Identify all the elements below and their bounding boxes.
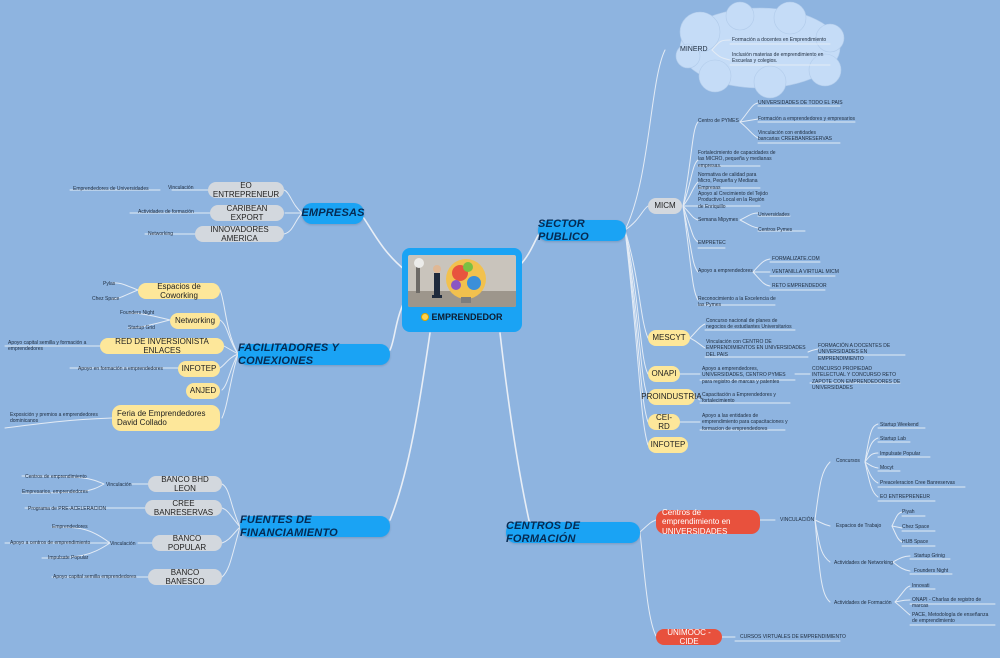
label-vinculacion-centros: Vinculación con CENTRO DE EMPRENDIMIENTO…: [706, 339, 806, 358]
label-impulsate-popular-centros: Impulsate Popular: [880, 451, 921, 457]
node-centros-universidades[interactable]: Centros de emprendimiento en UNIVERSIDAD…: [656, 508, 760, 536]
label-vinculacion-bhd: Vinculación: [106, 482, 132, 488]
label-preaceleracion: Preaceleracion Cree Banreservas: [880, 480, 956, 486]
label-apoyo-capital-banesco: Apoyo capital semilla emprendedores: [53, 574, 137, 580]
label-formacion-emprendedores: Formación a emprendedores y empresarios: [758, 116, 855, 122]
label-innovati: Innovati: [912, 583, 930, 589]
node-innovadores-america[interactable]: INNOVADORES AMERICA: [195, 225, 284, 243]
label-centros-emprendimiento: Centros de emprendimiento: [25, 474, 87, 480]
label-mocyt: Mocyt: [880, 465, 894, 471]
branch-sector-publico[interactable]: SECTOR PUBLICO: [538, 218, 626, 243]
label-chez-space-centros: Chez Space: [902, 524, 930, 530]
label-centros-pymes: Centros Pymes: [758, 227, 793, 233]
center-illustration: [408, 255, 516, 307]
label-hub-space: HUB Space: [902, 539, 929, 545]
node-mescyt[interactable]: MESCYT: [648, 330, 690, 346]
label-actividades-formacion: Actividades de formación: [138, 209, 194, 215]
label-formacion-docentes: FORMACIÓN A DOCENTES DE UNIVERSIDADES EN…: [818, 343, 891, 362]
node-infotep[interactable]: INFOTEP: [178, 361, 220, 377]
branch-centros-formacion[interactable]: CENTROS DE FORMACIÓN: [506, 520, 640, 545]
label-pylas: Pylas: [103, 281, 116, 287]
label-universidades: Universidades: [758, 212, 790, 218]
branch-empresas[interactable]: EMPRESAS: [301, 203, 364, 224]
cloud-shape: [675, 1, 845, 99]
node-proindustria[interactable]: PROINDUSTRIA: [641, 389, 702, 405]
label-vinculacion-bancarias: Vinculación con entidades bancarias CREE…: [758, 130, 833, 143]
center-label: EMPRENDEDOR: [402, 312, 522, 322]
node-feria-emprendedores[interactable]: Feria de Emprendedores David Collado: [112, 405, 220, 431]
label-normativa: Normativa de calidad para Micro, Pequeña…: [698, 172, 758, 191]
label-startup-grid: Startup Grid: [128, 325, 155, 331]
node-cei-rd[interactable]: CEI-RD: [648, 413, 680, 431]
node-eo-entrepreneur[interactable]: EO ENTREPRENEUR: [208, 181, 284, 199]
label-pace: PACE, Metodología de enseñanza de empren…: [912, 612, 989, 625]
label-apoyo-centros: Apoyo a centros de emprendimiento: [10, 540, 91, 546]
label-vinculacion-popular: Vinculación: [110, 541, 136, 547]
label-apoyo-formacion: Apoyo en formación a emprendedores: [78, 366, 164, 372]
label-reto-emprendedor: RETO EMPRENDEDOR: [772, 283, 827, 289]
label-chez-space: Chez Space: [92, 296, 120, 302]
node-anjed[interactable]: ANJED: [186, 383, 220, 399]
label-ventanilla: VENTANILLA VIRTUAL MICM: [772, 269, 839, 275]
label-actividades-formacion-centros: Actividades de Formación: [834, 600, 892, 606]
node-infotep-publico[interactable]: INFOTEP: [648, 437, 688, 453]
label-onapi-charlas: ONAPI - Charlas de registro de marcas: [912, 597, 982, 610]
label-cei-rd-apoyo: Apoyo a las entidades de emprendimiento …: [702, 413, 788, 432]
node-espacios-coworking[interactable]: Espacios de Coworking: [138, 282, 220, 300]
label-startup-lab: Startup Lab: [880, 436, 906, 442]
branch-fuentes-financiamiento[interactable]: FUENTES DE FINANCIAMIENTO: [240, 514, 390, 539]
node-micm[interactable]: MICM: [648, 198, 682, 214]
label-fortalecimiento: Fortalecimiento de capacidades de las MI…: [698, 150, 776, 169]
label-vinculacion-centros-univ: VINCULACIÓN: [780, 517, 815, 523]
label-exposicion-premios: Exposición y premios a emprendedores dom…: [10, 412, 98, 425]
node-onapi[interactable]: ONAPI: [648, 366, 680, 382]
label-empretec: EMPRETEC: [698, 240, 726, 246]
node-caribean-export[interactable]: CARIBEAN EXPORT: [210, 204, 284, 222]
node-banco-bhd-leon[interactable]: BANCO BHD LEON: [148, 475, 222, 493]
label-apoyo-capital-semilla: Apoyo capital semilla y formación a empr…: [8, 340, 87, 353]
label-concurso-propiedad: CONCURSO PROPIEDAD INTELECTUAL Y CONCURS…: [812, 366, 901, 391]
label-startup-grind: Startup Grinig: [914, 553, 945, 559]
label-impulsate-popular: Impulsate Popular: [48, 555, 89, 561]
label-empresarios: Empresarios, emprendedores: [22, 489, 88, 495]
label-reconocimiento: Reconocimiento a la Excelencia de las Py…: [698, 296, 776, 309]
lightbulb-icon: [421, 313, 430, 321]
label-cursos-virtuales: CURSOS VIRTUALES DE EMPRENDIMIENTO: [740, 634, 846, 640]
label-emprendedores-universidades: Emprendedores de Universidades: [73, 186, 149, 192]
label-onapi-apoyo: Apoyo a emprendedores, UNIVERSIDADES, CE…: [702, 366, 786, 385]
node-red-inversionista[interactable]: RED DE INVERSIONISTA ENLACES: [100, 337, 224, 355]
node-cree-banreservas[interactable]: CREE BANRESERVAS: [145, 499, 222, 517]
label-emprendedores: Emprendedores: [52, 524, 88, 530]
label-universidades-pais: UNIVERSIDADES DE TODO EL PAIS: [758, 100, 843, 106]
node-minerd[interactable]: MINERD: [680, 46, 708, 53]
label-apoyo-emprendedores: Apoyo a emprendedores: [698, 268, 753, 274]
label-semana-mipymes: Semana Mipymes: [698, 217, 739, 223]
node-networking[interactable]: Networking: [170, 313, 220, 329]
label-vinculacion: Vinculación: [168, 185, 194, 191]
label-concurso-nacional: Concurso nacional de planes de negocios …: [706, 318, 792, 331]
node-banco-popular[interactable]: BANCO POPULAR: [152, 534, 222, 552]
label-eo-entrepreneur-centros: EO ENTREPRENEUR: [880, 494, 931, 500]
label-concursos: Concursos: [836, 458, 860, 464]
label-minerd-formacion: Formación a docentes en Emprendimiento: [732, 37, 827, 43]
label-founders-night-centros: Founders Night: [914, 568, 949, 574]
label-pre-aceleracion: Programa de PRE-ACELERACION: [28, 506, 107, 512]
label-actividades-networking: Actividades de Networking: [834, 560, 893, 566]
node-unimooc-cide[interactable]: UNIMOOC - CIDE: [656, 628, 722, 646]
label-capacitacion: Capacitación a Emprendedores y fortaleci…: [702, 392, 776, 405]
label-startup-weekend: Startup Weekend: [880, 422, 919, 428]
label-founders-night: Founders Night: [120, 310, 155, 316]
label-formalizate: FORMALIZATE.COM: [772, 256, 820, 262]
node-banco-banesco[interactable]: BANCO BANESCO: [148, 568, 222, 586]
label-minerd-inclusion: Inclusión materias de emprendimiento en …: [732, 52, 824, 65]
label-espacios-trabajo: Espacios de Trabajo: [836, 523, 882, 529]
label-apoyo-tejido: Apoyo al Crecimiento del Tejido Producti…: [698, 191, 768, 210]
label-piyah: Piyah: [902, 509, 915, 515]
branch-facilitadores[interactable]: FACILITADORES Y CONEXIONES: [238, 342, 390, 367]
label-centro-pymes: Centro de PYMES: [698, 118, 739, 124]
label-networking: Networking: [148, 231, 174, 237]
